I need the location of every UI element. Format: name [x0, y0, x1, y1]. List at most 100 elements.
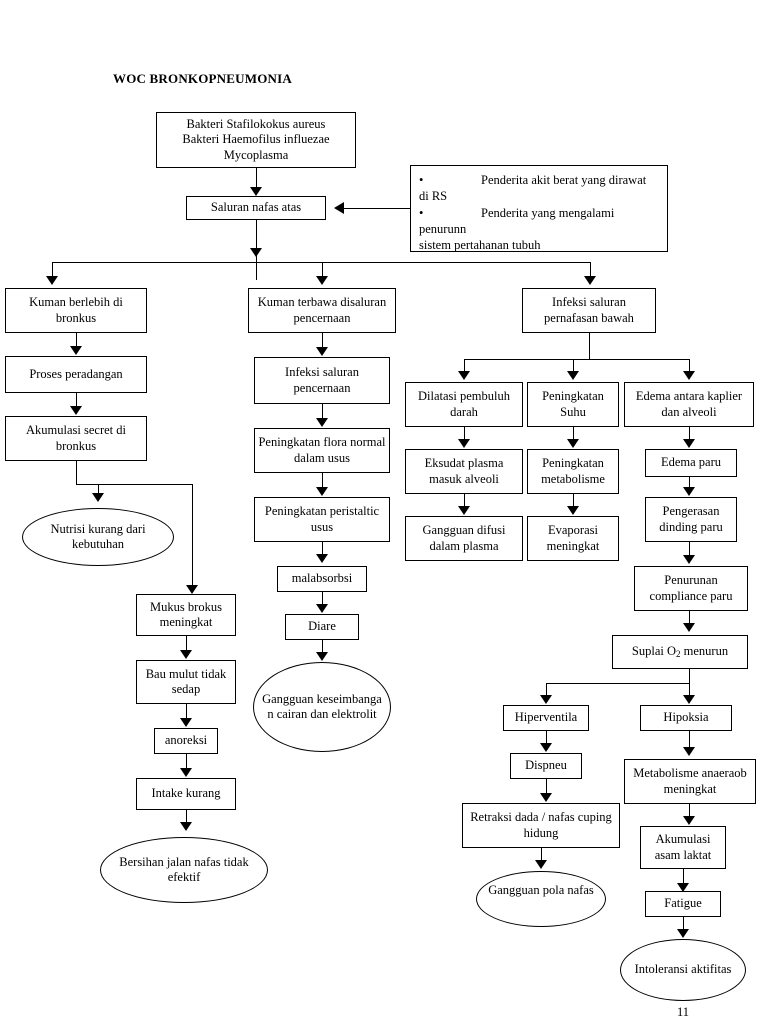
connector-right-branch-2	[573, 359, 574, 373]
connector-metabolisme-evaporasi	[573, 494, 574, 508]
page-number: 11	[677, 1005, 690, 1019]
connector-malabsorbsi-diare	[322, 592, 323, 606]
node-akumulasi-secret-label: Akumulasi secret di bronkus	[26, 423, 126, 453]
arrowhead-anoreksi-intake	[180, 768, 192, 777]
connector-suhu-metabolisme	[573, 427, 574, 441]
node-gangguan-keseimbangan: Gangguan keseimbanga n cairan dan elektr…	[253, 662, 391, 752]
connector-anoreksi-intake	[186, 754, 187, 770]
connector-diare-gangguan	[322, 640, 323, 654]
node-peningkatan-metabolisme-label: Peningkatan metabolisme	[541, 456, 605, 486]
arrowhead-akumulasi-mukus	[186, 585, 198, 594]
node-retraksi-dada: Retraksi dada / nafas cuping hidung	[462, 803, 620, 848]
node-malabsorbsi: malabsorbsi	[277, 566, 367, 592]
node-penurunan-compliance-label: Penurunan compliance paru	[649, 573, 733, 603]
connector-laktat-fatigue	[683, 869, 684, 885]
arrowhead-kuman-proses	[70, 346, 82, 355]
node-proses-peradangan: Proses peradangan	[5, 356, 147, 393]
node-anoreksi: anoreksi	[154, 728, 218, 754]
arrowhead-branch-mid	[316, 276, 328, 285]
node-intoleransi-aktifitas-label: Intoleransi aktifitas	[634, 962, 732, 977]
connector-metabolisme-laktat	[689, 804, 690, 818]
connector-dilatasi-eksudat	[464, 427, 465, 441]
connector-infeksi-flora	[322, 404, 323, 420]
arrowhead-suhu-metabolisme	[567, 439, 579, 448]
connector-hipoksia-metabolisme	[689, 731, 690, 749]
node-edema-paru: Edema paru	[645, 449, 737, 477]
node-suplai-o2-label: Suplai O2 menurun	[631, 644, 729, 659]
faktor-risiko-bullet-3: sistem pertahanan tubuh	[419, 238, 541, 252]
node-akumulasi-asam-laktat: Akumulasi asam laktat	[640, 826, 726, 869]
connector-fatigue-intoleransi	[683, 917, 684, 931]
arrowhead-faktor-saluran	[334, 202, 344, 214]
faktor-risiko-bullet-1: •Penderita akit berat yang dirawat di RS	[419, 173, 647, 204]
arrowhead-metabolisme-laktat	[683, 816, 695, 825]
faktor-risiko-bullet-2: •Penderita yang mengalami penurunn	[419, 205, 615, 236]
node-suplai-o2: Suplai O2 menurun	[612, 635, 748, 669]
connector-mukus-bau	[186, 636, 187, 652]
node-hipoksia: Hipoksia	[640, 705, 732, 731]
node-penurunan-compliance: Penurunan compliance paru	[634, 566, 748, 611]
arrowhead-center-stub	[250, 248, 262, 257]
connector-kuman-proses	[76, 333, 77, 348]
connector-right-distributor	[464, 359, 689, 360]
node-peningkatan-peristaltic: Peningkatan peristaltic usus	[254, 497, 390, 542]
arrowhead-hipoksia-metabolisme	[683, 747, 695, 756]
arrowhead-bakteri-saluran	[250, 187, 262, 196]
node-infeksi-saluran-pencernaan-label: Infeksi saluran pencernaan	[285, 365, 359, 395]
arrowhead-eksudat-difusi	[458, 506, 470, 515]
node-peningkatan-suhu: Peningkatan Suhu	[527, 382, 619, 427]
arrowhead-hiperventila-dispneu	[540, 743, 552, 752]
node-anoreksi-label: anoreksi	[164, 733, 208, 748]
arrowhead-right-branch-1	[458, 371, 470, 380]
arrowhead-suplai-hiperventila	[540, 695, 552, 704]
node-nutrisi-kurang-label: Nutrisi kurang dari kebutuhan	[50, 521, 146, 551]
node-evaporasi-label: Evaporasi meningkat	[546, 523, 600, 553]
connector-kuman-terbawa-infeksi	[322, 333, 323, 349]
node-dispneu-label: Dispneu	[525, 758, 567, 773]
node-infeksi-pernafasan-bawah-label: Infeksi saluran pernafasan bawah	[544, 295, 634, 325]
node-kuman-terbawa: Kuman terbawa disaluran pencernaan	[248, 288, 396, 333]
connector-branch-left	[52, 262, 53, 280]
arrowhead-dilatasi-eksudat	[458, 439, 470, 448]
arrowhead-intake-bersihan	[180, 822, 192, 831]
node-akumulasi-asam-laktat-label: Akumulasi asam laktat	[654, 832, 712, 862]
arrowhead-right-branch-2	[567, 371, 579, 380]
node-kuman-berlebih: Kuman berlebih di bronkus	[5, 288, 147, 333]
bullet-icon: •	[419, 205, 424, 220]
node-proses-peradangan-label: Proses peradangan	[29, 366, 123, 381]
arrowhead-laktat-fatigue	[677, 883, 689, 892]
node-bakteri: Bakteri Stafilokokus aureus Bakteri Haem…	[156, 112, 356, 168]
node-infeksi-pernafasan-bawah: Infeksi saluran pernafasan bawah	[522, 288, 656, 333]
connector-bakteri-saluran	[256, 168, 257, 190]
arrowhead-bau-anoreksi	[180, 718, 192, 727]
connector-suplai-distributor	[546, 683, 689, 684]
connector-paru-pengerasan	[689, 477, 690, 489]
node-akumulasi-secret: Akumulasi secret di bronkus	[5, 416, 147, 461]
arrowhead-branch-right	[584, 276, 596, 285]
arrowhead-right-branch-3	[683, 371, 695, 380]
node-intake-kurang: Intake kurang	[136, 778, 236, 810]
node-malabsorbsi-label: malabsorbsi	[291, 571, 353, 586]
connector-suplai-down	[689, 669, 690, 683]
connector-flora-peristaltic	[322, 473, 323, 489]
connector-pernafasan-down	[589, 333, 590, 359]
connector-akumulasi-nutrisi	[98, 484, 99, 496]
node-peningkatan-flora-label: Peningkatan flora normal dalam usus	[258, 435, 386, 465]
node-edema-paru-label: Edema paru	[660, 455, 722, 470]
arrowhead-fatigue-intoleransi	[677, 929, 689, 938]
node-gangguan-keseimbangan-label: Gangguan keseimbanga n cairan dan elektr…	[262, 691, 382, 721]
node-bau-mulut: Bau mulut tidak sedap	[136, 660, 236, 704]
connector-faktor-saluran	[344, 208, 410, 209]
connector-compliance-suplai	[689, 611, 690, 625]
connector-dispneu-retraksi	[546, 779, 547, 795]
node-intoleransi-aktifitas: Intoleransi aktifitas	[620, 939, 746, 1001]
arrowhead-akumulasi-nutrisi	[92, 493, 104, 502]
node-retraksi-dada-label: Retraksi dada / nafas cuping hidung	[470, 810, 612, 840]
node-metabolisme-anaerob: Metabolisme anaeraob meningkat	[624, 759, 756, 804]
node-gangguan-difusi-label: Gangguan difusi dalam plasma	[422, 523, 506, 553]
node-diare-label: Diare	[308, 619, 336, 634]
arrowhead-branch-left	[46, 276, 58, 285]
node-mukus-brokus: Mukus brokus meningkat	[136, 594, 236, 636]
arrowhead-infeksi-flora	[316, 418, 328, 427]
